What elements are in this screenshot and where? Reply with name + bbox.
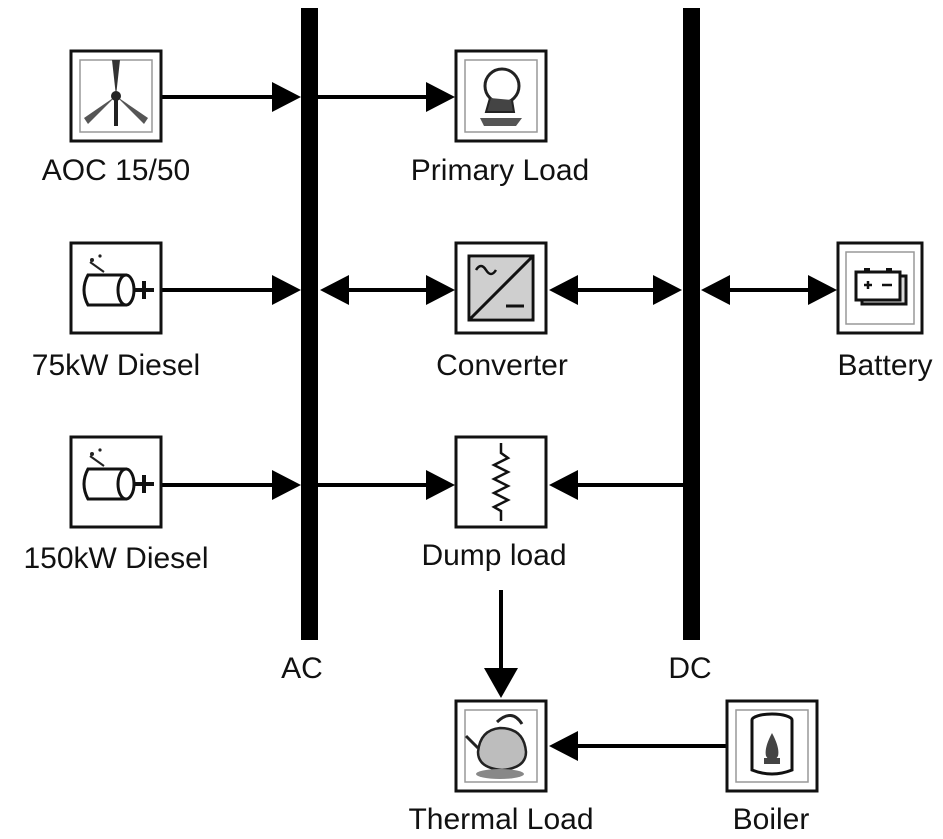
connector-ac-to-dump-load: [318, 470, 455, 500]
wind-turbine-icon: [79, 59, 153, 133]
component-thermal-load[interactable]: Thermal Load: [408, 699, 594, 836]
battery-label: Battery: [837, 349, 932, 382]
ac-bus-label: AC: [281, 652, 323, 685]
connector-diesel150-to-ac: [162, 470, 301, 500]
connector-dc-battery-bidirectional: [701, 275, 837, 305]
connector-diesel75-to-ac: [162, 275, 301, 305]
connector-boiler-to-thermal-load: [549, 731, 726, 761]
primary-load-label: Primary Load: [411, 154, 589, 187]
connector-ac-converter-bidirectional: [320, 275, 455, 305]
wind-turbine-label: AOC 15/50: [42, 154, 190, 187]
generator-icon: [82, 254, 154, 307]
generator-icon: [82, 448, 154, 501]
connector-ac-to-primary-load: [318, 82, 455, 112]
thermal-load-label: Thermal Load: [408, 803, 593, 836]
resistor-icon: [491, 443, 511, 521]
light-bulb-icon: [464, 59, 538, 133]
converter-label: Converter: [436, 349, 568, 382]
kettle-icon: [464, 709, 538, 783]
component-diesel-150kw[interactable]: 150kW Diesel: [23, 435, 209, 575]
connector-wind-to-ac: [162, 82, 301, 112]
boiler-label: Boiler: [733, 803, 810, 836]
dump-load-label: Dump load: [421, 539, 566, 572]
diesel-75kw-label: 75kW Diesel: [32, 349, 200, 382]
dc-bus-label: DC: [668, 652, 711, 685]
component-primary-load[interactable]: Primary Load: [411, 49, 589, 187]
component-boiler[interactable]: Boiler: [725, 699, 819, 836]
component-diesel-75kw[interactable]: 75kW Diesel: [32, 241, 200, 382]
component-dump-load[interactable]: Dump load: [421, 435, 567, 572]
dc-bus-bar: [683, 8, 700, 640]
connector-dc-to-dump-load: [549, 470, 683, 500]
component-converter[interactable]: Converter: [436, 241, 568, 382]
component-wind-turbine[interactable]: AOC 15/50: [42, 49, 190, 187]
connector-converter-dc-bidirectional: [549, 275, 682, 305]
converter-icon: [467, 254, 535, 322]
connector-dump-load-to-thermal-load: [484, 590, 518, 698]
battery-icon: [845, 251, 915, 325]
component-battery[interactable]: Battery: [836, 241, 933, 382]
ac-bus-bar: [301, 8, 318, 640]
diesel-150kw-label: 150kW Diesel: [23, 542, 208, 575]
boiler-icon: [735, 709, 809, 783]
